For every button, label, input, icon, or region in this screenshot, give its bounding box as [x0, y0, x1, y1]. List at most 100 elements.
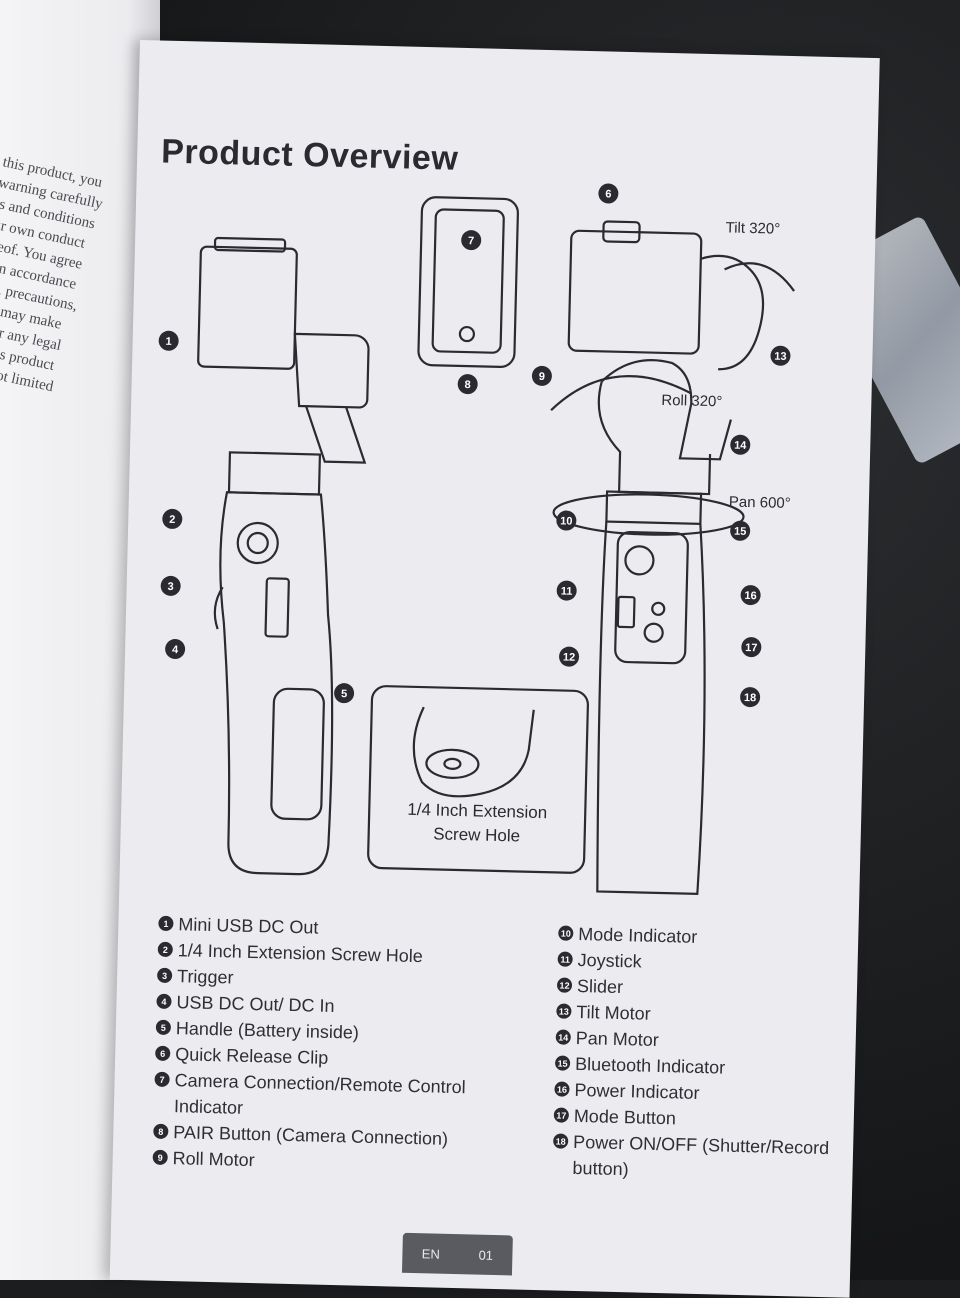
legend-text: Joystick [577, 949, 642, 972]
power-button [643, 622, 664, 643]
marker-13: 13 [770, 345, 791, 366]
legend-number: 7 [154, 1071, 170, 1088]
roll-motor-housing [293, 332, 370, 409]
inset-label-line1: 1/4 Inch Extension [407, 800, 547, 822]
legend-number: 9 [152, 1149, 168, 1166]
legend-number: 4 [156, 993, 172, 1010]
control-panel [614, 531, 689, 665]
marker-8: 8 [457, 374, 478, 395]
svg-text:7: 7 [468, 235, 474, 247]
svg-text:10: 10 [560, 515, 573, 527]
legend-number: 14 [555, 1029, 571, 1045]
legend-text: Mini USB DC Out [178, 914, 319, 938]
legend-text: USB DC Out/ DC In [176, 992, 335, 1017]
pan-label: Pan 600° [729, 494, 791, 513]
svg-text:1: 1 [165, 336, 171, 348]
legend-number: 16 [554, 1081, 570, 1097]
svg-text:17: 17 [745, 642, 758, 654]
marker-17: 17 [741, 637, 762, 658]
legend-number: 8 [153, 1123, 169, 1140]
marker-4: 4 [165, 639, 186, 660]
usb-port [264, 577, 290, 638]
svg-text:14: 14 [734, 440, 747, 452]
marker-6: 6 [598, 183, 619, 204]
legend-number: 2 [157, 941, 173, 958]
legend-text: Camera Connection/Remote Control Indicat… [173, 1070, 466, 1118]
phone-clamp [197, 245, 298, 370]
battery-grip [270, 687, 325, 821]
marker-11: 11 [556, 580, 577, 601]
gimbal-diagram: 1 2 3 4 5 6 7 8 9 10 11 12 13 14 15 16 1… [158, 183, 795, 895]
marker-1: 1 [158, 330, 179, 351]
svg-text:9: 9 [539, 371, 545, 383]
marker-16: 16 [740, 585, 761, 606]
legend-number: 13 [556, 1003, 572, 1019]
handle [219, 491, 334, 876]
left-page-text: g this product, you d warning carefully … [0, 150, 151, 409]
legend-text: Slider [576, 975, 624, 998]
page-footer-tab: EN 01 [401, 1232, 513, 1276]
extension-inset [367, 685, 589, 874]
marker-5: 5 [334, 683, 355, 704]
slider [616, 595, 636, 629]
svg-text:5: 5 [341, 688, 347, 700]
svg-text:18: 18 [744, 692, 757, 704]
legend-number: 3 [156, 967, 173, 984]
legend-number: 1 [158, 915, 174, 932]
marker-15: 15 [730, 520, 751, 541]
svg-text:3: 3 [167, 581, 173, 593]
legend-text: Mode Indicator [578, 923, 698, 947]
joystick [624, 545, 655, 576]
svg-text:16: 16 [744, 590, 757, 602]
phone-clamp-right [567, 229, 703, 355]
legend-text: Roll Motor [172, 1148, 255, 1171]
marker-7: 7 [461, 230, 482, 251]
svg-text:15: 15 [734, 526, 747, 538]
legend-number: 11 [557, 951, 573, 967]
legend-text: Power ON/OFF (Shutter/Record button) [572, 1131, 830, 1180]
legend-number: 10 [558, 925, 574, 941]
svg-text:6: 6 [605, 188, 611, 200]
legend-number: 15 [554, 1055, 571, 1071]
remote-inset [417, 196, 519, 369]
language-code: EN [421, 1245, 441, 1262]
legend-number: 17 [553, 1107, 570, 1123]
marker-14: 14 [730, 434, 751, 455]
legend-text: Tilt Motor [576, 1001, 651, 1024]
roll-label: Roll 320° [661, 392, 722, 410]
legend-number: 5 [155, 1019, 172, 1036]
legend-text: Power Indicator [574, 1079, 700, 1103]
pan-motor [605, 490, 703, 525]
screw-hole-dial [236, 521, 279, 565]
inset-label-line2: Screw Hole [433, 824, 520, 845]
marker-3: 3 [160, 575, 181, 596]
page-number: 01 [478, 1247, 494, 1263]
legend-text: Pan Motor [575, 1027, 660, 1050]
legend-text: Bluetooth Indicator [574, 1053, 726, 1078]
marker-2: 2 [162, 508, 183, 529]
legend-number: 18 [553, 1133, 569, 1149]
svg-text:8: 8 [464, 379, 470, 391]
marker-9: 9 [531, 365, 552, 386]
svg-text:4: 4 [172, 644, 179, 656]
manual-page: Product Overview [109, 40, 880, 1298]
legend-text: Trigger [176, 966, 234, 988]
legend-text: Mode Button [573, 1105, 677, 1129]
legend-text: Quick Release Clip [174, 1044, 329, 1068]
handle-right [596, 521, 706, 895]
svg-text:12: 12 [563, 652, 576, 664]
legend-number: 6 [155, 1045, 171, 1062]
tilt-label: Tilt 320° [725, 219, 780, 237]
svg-text:11: 11 [561, 585, 573, 597]
tilt-motor [700, 254, 765, 371]
marker-18: 18 [740, 687, 761, 708]
svg-text:2: 2 [169, 514, 175, 526]
marker-10: 10 [556, 510, 577, 531]
legend-number: 12 [556, 977, 573, 993]
svg-text:13: 13 [774, 351, 787, 363]
marker-12: 12 [559, 646, 580, 667]
